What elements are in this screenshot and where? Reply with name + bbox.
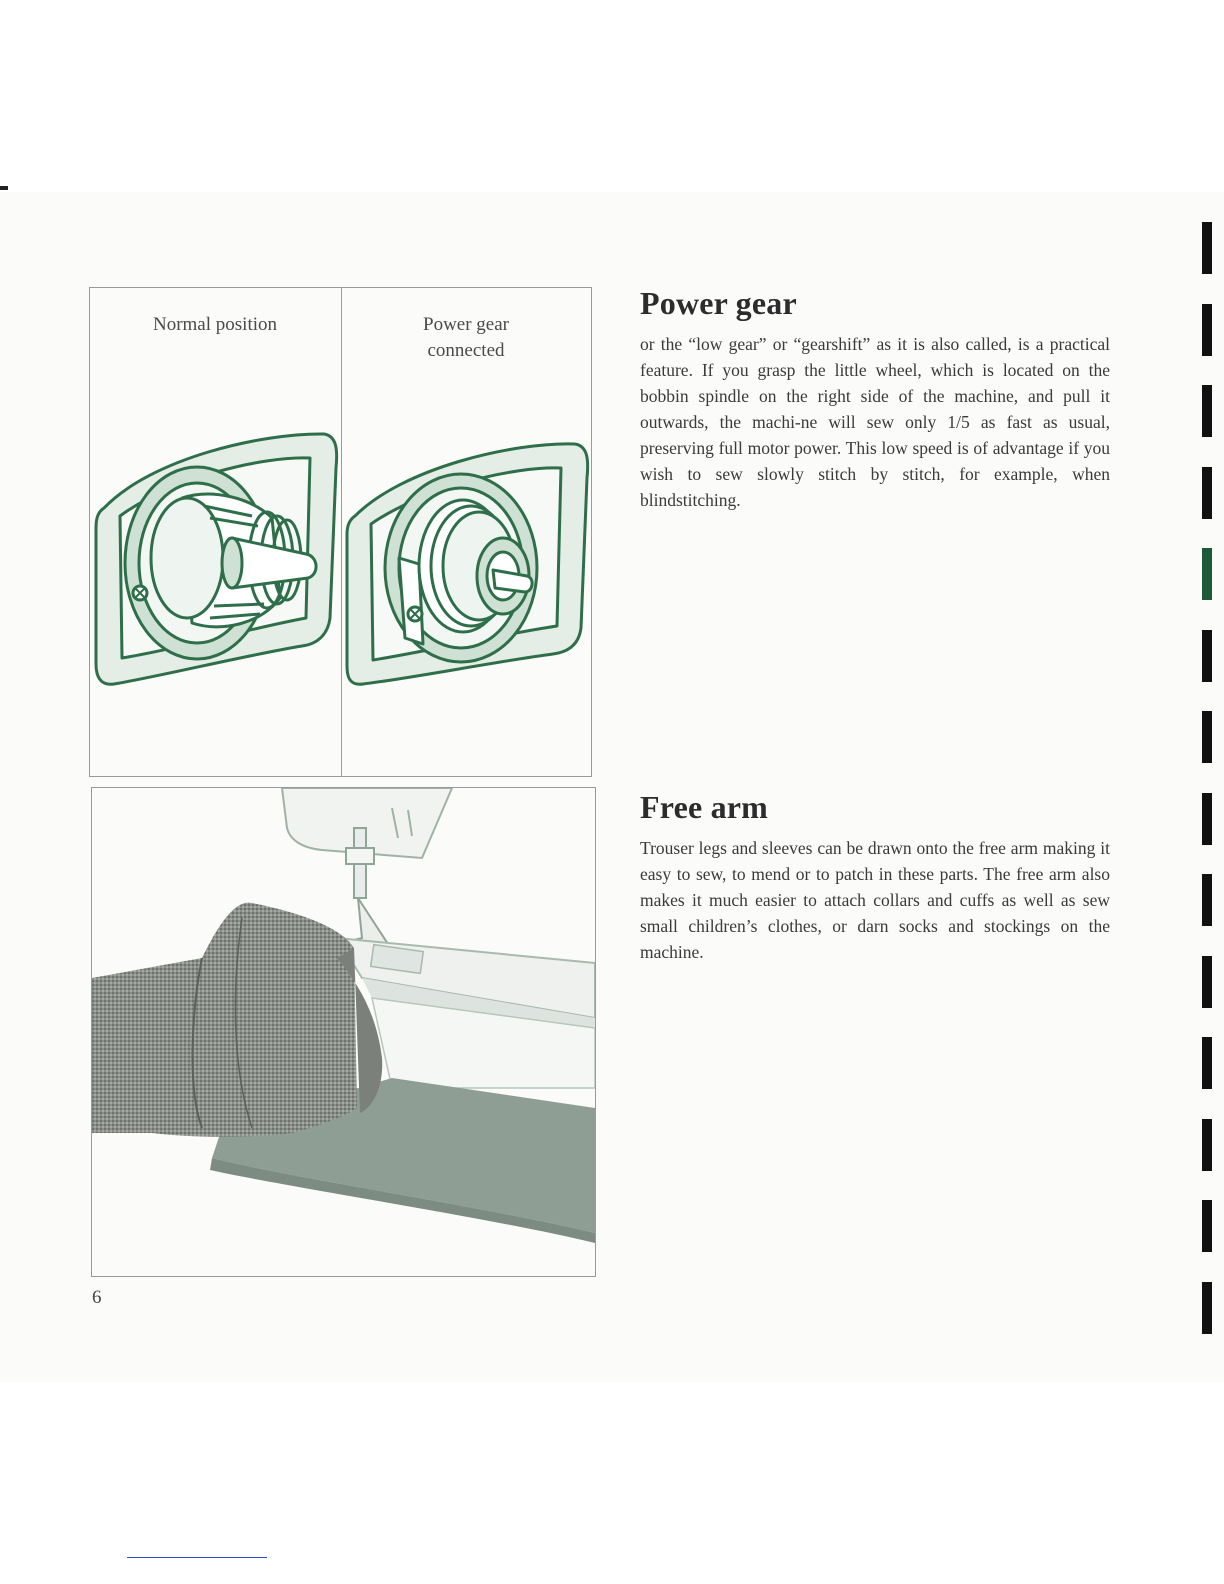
power-gear-connected-label: Power gear connected: [341, 312, 591, 364]
thumb-tab: [1202, 956, 1212, 1008]
footer-rule: [127, 1557, 267, 1558]
thumb-tab: [1202, 1037, 1212, 1089]
handwheel-normal-illustration: [94, 432, 339, 686]
thumb-tab: [1202, 222, 1212, 274]
thumb-tab: [1202, 630, 1212, 682]
label-line-2: connected: [427, 340, 505, 361]
free-arm-sewing-illustration: [92, 788, 595, 1243]
thumb-tab-current: [1202, 548, 1212, 600]
handwheel-power-gear-illustration: [345, 442, 590, 686]
thumb-tab: [1202, 1200, 1212, 1252]
free-arm-paragraph: Trouser legs and sleeves can be drawn on…: [640, 838, 1110, 962]
free-arm-heading: Free arm: [640, 789, 769, 825]
free-arm-figure: [91, 787, 596, 1277]
thumb-tab: [1202, 304, 1212, 356]
thumb-tab: [1202, 1282, 1212, 1334]
thumb-tab: [1202, 711, 1212, 763]
thumb-tab: [1202, 1119, 1212, 1171]
power-gear-paragraph: or the “low gear” or “gearshift” as it i…: [640, 334, 1110, 510]
power-gear-figure: Normal position Power gear connected: [89, 287, 592, 777]
normal-position-label: Normal position: [152, 314, 278, 335]
page-number: 6: [92, 1287, 102, 1308]
edge-mark: [0, 186, 8, 190]
thumb-tab: [1202, 467, 1212, 519]
power-gear-heading: Power gear: [640, 285, 797, 321]
label-line-1: Power gear: [423, 314, 509, 335]
thumb-tab: [1202, 793, 1212, 845]
thumb-tab: [1202, 874, 1212, 926]
thumb-tab: [1202, 385, 1212, 437]
panel-divider: [341, 288, 342, 776]
